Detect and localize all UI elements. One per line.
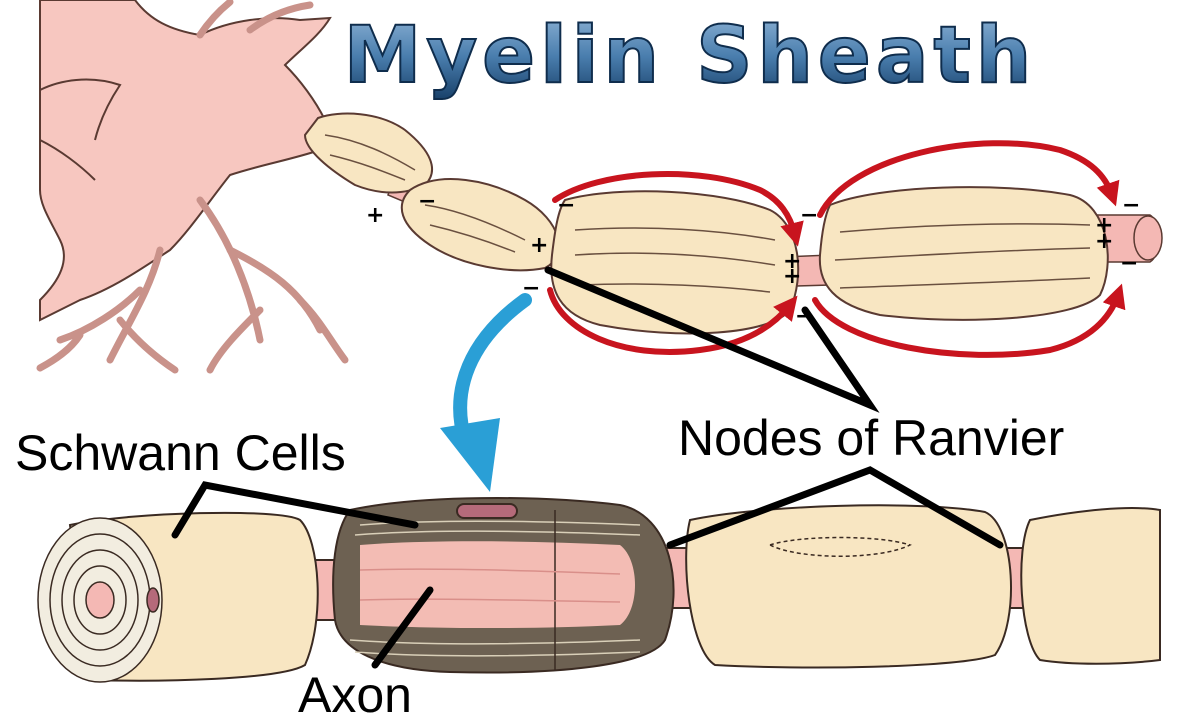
svg-text:−: −: [418, 189, 436, 214]
svg-text:+: +: [530, 233, 548, 258]
schwann-cells-label: Schwann Cells: [15, 425, 346, 481]
axon-label: Axon: [298, 667, 412, 720]
svg-text:−: −: [1122, 193, 1140, 218]
svg-text:+: +: [1095, 229, 1113, 254]
svg-text:−: −: [800, 203, 818, 228]
svg-text:−: −: [1120, 251, 1138, 276]
schwann-cell-right: [686, 505, 1011, 667]
page-title: Myelin Sheath: [344, 11, 1037, 101]
nodes-of-ranvier-label: Nodes of Ranvier: [678, 410, 1064, 466]
svg-text:+: +: [366, 203, 384, 228]
zoom-transition-arrow: [440, 300, 525, 492]
svg-text:+: +: [783, 264, 801, 289]
svg-text:−: −: [557, 193, 575, 218]
schwann-cell-far-right: [1021, 508, 1160, 664]
neuron-cell-body: [40, 0, 330, 320]
myelin-cross-section: [38, 518, 162, 682]
